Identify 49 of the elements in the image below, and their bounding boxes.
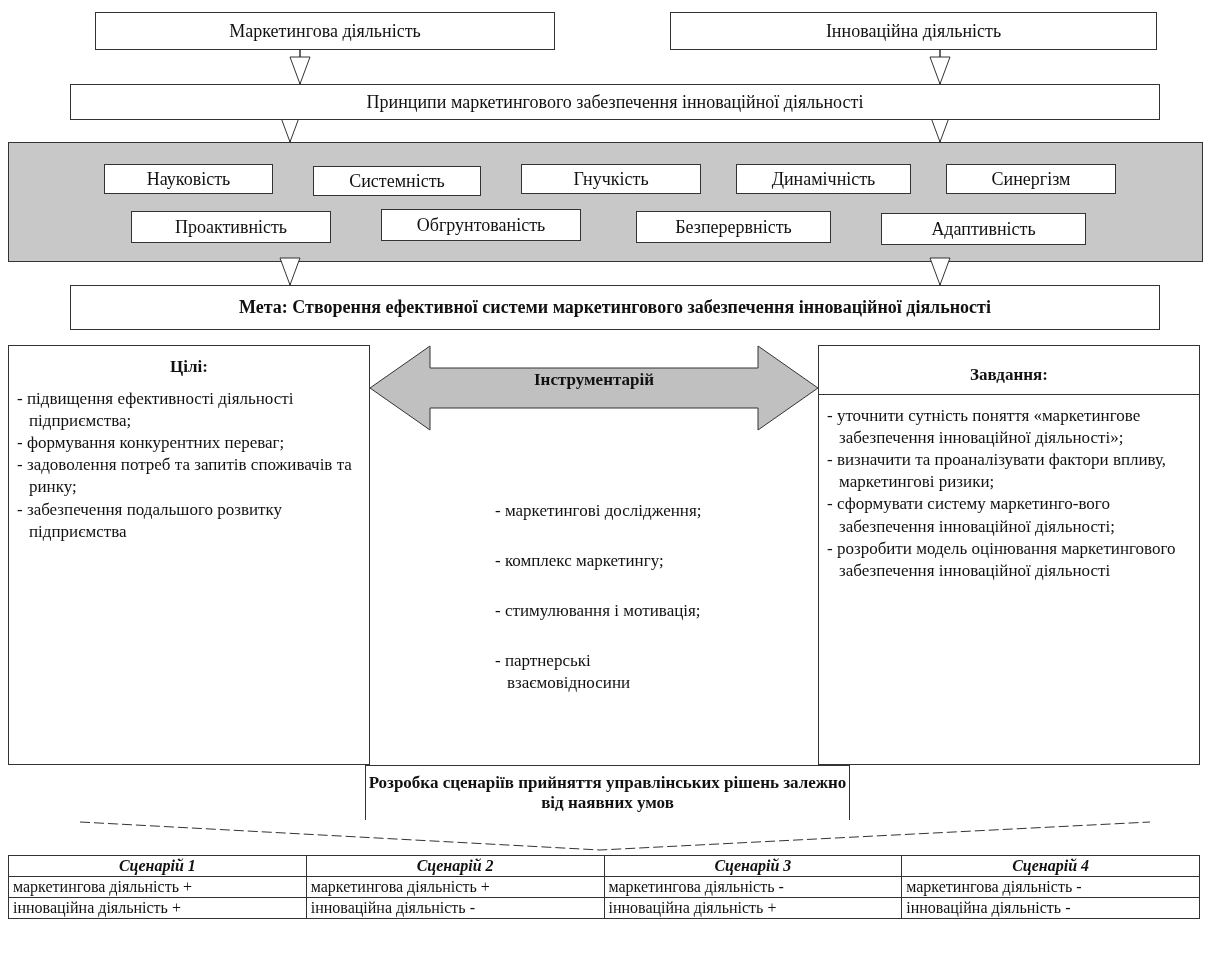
- arrow: [929, 49, 951, 85]
- list-item: - задоволення потреб та запитів споживачів та ринку;: [17, 454, 353, 499]
- box-heading: Цілі:: [169, 356, 209, 378]
- principle-box: Синергізм: [946, 164, 1116, 194]
- list-item: - стимулювання і мотивація;: [495, 600, 702, 622]
- table-cell: маркетингова діяльність +: [8, 876, 307, 898]
- principles-band: [8, 142, 1203, 262]
- edge-label: Інструментарій: [534, 370, 654, 390]
- list-item: - маркетингові дослідження;: [495, 500, 703, 522]
- arrow: [279, 257, 301, 286]
- list-item: - сформувати систему маркетинго-вого забезпечення інноваційної діяльності;: [827, 493, 1116, 538]
- table-header: Сценарій 2: [306, 855, 604, 877]
- principle-box: Адаптивність: [881, 213, 1086, 245]
- activity-box: Інноваційна діяльність: [670, 12, 1157, 50]
- principle-box: Безперервність: [636, 211, 831, 243]
- principle-box: Системність: [313, 166, 481, 196]
- arrow: [929, 257, 951, 286]
- list-item: - комплекс маркетингу;: [495, 550, 665, 572]
- arrow: [369, 345, 819, 431]
- principle-box: Обгрунтованість: [381, 209, 581, 241]
- list-item: - формування конкурентних переваг;: [17, 432, 286, 455]
- list-item: - підвищення ефективності діяльності підприємства;: [17, 388, 295, 433]
- list-item: - розробити модель оцінювання маркетингового забезпечення інноваційної діяльності: [827, 537, 1177, 582]
- principle-box: Проактивність: [131, 211, 331, 243]
- box-heading: Завдання:: [819, 356, 1199, 396]
- table-cell: інноваційна діяльність +: [8, 897, 307, 919]
- table-cell: маркетингова діяльність -: [901, 876, 1200, 898]
- objectives-box: [8, 345, 370, 765]
- principles-box: Принципи маркетингового забезпечення інноваційної діяльності: [70, 84, 1160, 120]
- table-cell: інноваційна діяльність +: [604, 897, 902, 919]
- table-cell: інноваційна діяльність -: [901, 897, 1200, 919]
- scenario-heading-box: Розробка сценаріїв прийняття управлінських рішень залежно від наявних умов: [365, 765, 850, 820]
- list-item: - уточнити сутність поняття «маркетингове забезпечення інноваційної діяльності»;: [827, 405, 1142, 450]
- activity-box: Маркетингова діяльність: [95, 12, 555, 50]
- tasks-box: [818, 345, 1200, 765]
- table-header: Сценарій 3: [604, 855, 902, 877]
- table-cell: маркетингова діяльність +: [306, 876, 604, 898]
- table-cell: інноваційна діяльність -: [306, 897, 604, 919]
- arrow: [289, 49, 311, 85]
- list-item: - партнерські взаємовідносини: [495, 650, 632, 695]
- table-header: Сценарій 4: [901, 855, 1200, 877]
- table-cell: маркетингова діяльність -: [604, 876, 902, 898]
- list-item: - забезпечення подальшого розвитку підприємства: [17, 498, 283, 543]
- list-item: - визначити та проаналізувати фактори впливу, маркетингові ризики;: [827, 449, 1168, 494]
- principle-box: Науковість: [104, 164, 273, 194]
- goal-box: Мета: Створення ефективної системи маркетингового забезпечення інноваційної діяльності: [70, 285, 1160, 330]
- principle-box: Динамічність: [736, 164, 911, 194]
- principle-box: Гнучкість: [521, 164, 701, 194]
- table-header: Сценарій 1: [8, 855, 307, 877]
